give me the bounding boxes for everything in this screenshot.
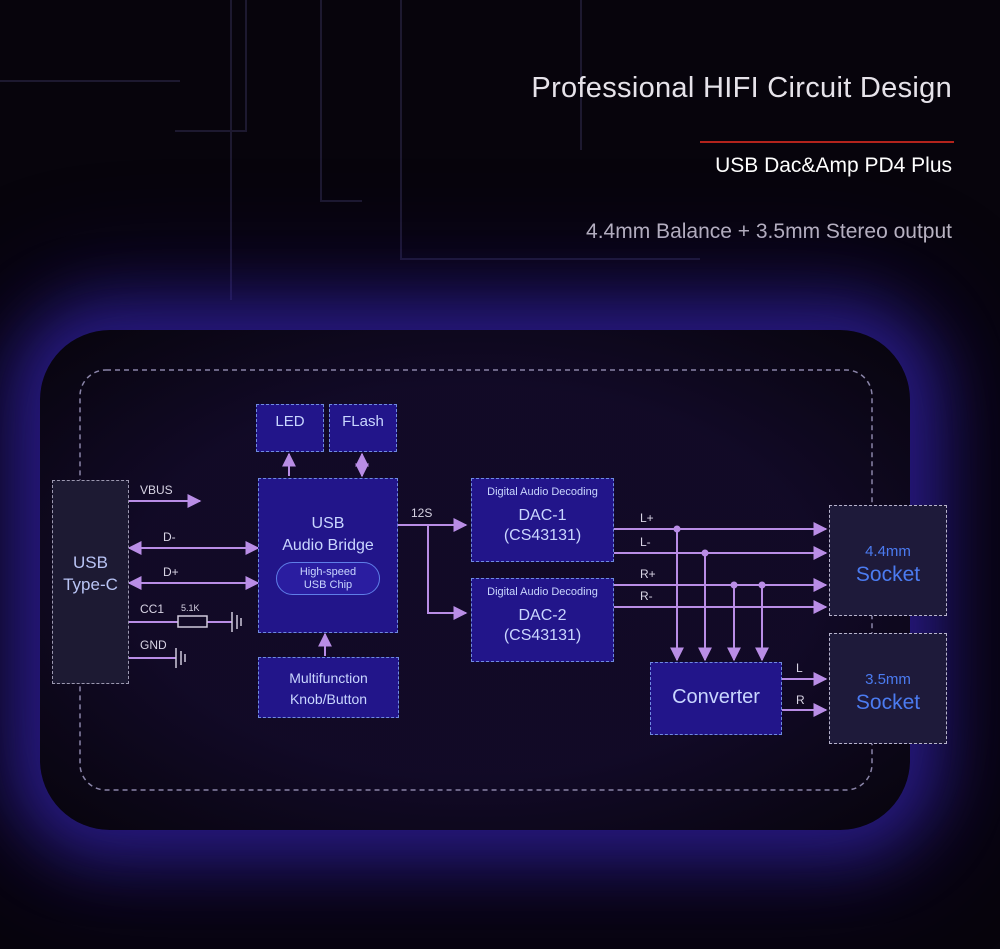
usb-port-label-line1: USB [73,553,108,572]
page-title: Professional HIFI Circuit Design [531,72,952,104]
dac1-name: DAC-1 [518,507,567,524]
multifunction-knob-block: Multifunction Knob/Button [258,657,399,718]
conv-l-label: L [796,661,803,675]
junction-dot [758,581,766,589]
socket44-name: Socket [855,563,921,586]
dac2-block: Digital Audio Decoding DAC-2 (CS43131) [471,578,614,662]
dplus-label: D+ [163,565,179,579]
resistor-symbol [177,615,208,628]
background-trace [400,258,700,262]
led-label: LED [275,413,305,430]
background-trace [320,0,362,202]
gnd-label: GND [140,638,167,652]
rplus-label: R+ [640,567,656,581]
usb-port-label-line2: Type-C [63,575,118,594]
chip-label-line2: USB Chip [303,579,353,591]
socket-3-5mm: 3.5mm Socket [829,633,947,744]
dminus-label: D- [163,530,176,544]
vbus-label: VBUS [140,483,173,497]
junction-dot [730,581,738,589]
dac1-block: Digital Audio Decoding DAC-1 (CS43131) [471,478,614,562]
lplus-label: L+ [640,511,654,525]
bridge-label-line2: Audio Bridge [282,537,374,554]
background-trace [230,0,234,300]
dac2-part: (CS43131) [503,627,582,644]
socket35-size: 3.5mm [865,671,911,688]
dac2-caption: Digital Audio Decoding [487,586,598,598]
chip-label-line1: High-speed [299,566,357,578]
converter-label: Converter [672,686,760,708]
socket-4-4mm: 4.4mm Socket [829,505,947,616]
resistor-label: 5.1K [181,603,200,613]
output-description: 4.4mm Balance + 3.5mm Stereo output [586,220,952,243]
background-trace [580,0,584,150]
socket35-name: Socket [855,691,921,714]
led-block: LED [256,404,324,452]
flash-label: FLash [342,413,384,430]
background-trace [0,80,180,84]
dac1-caption: Digital Audio Decoding [487,486,598,498]
background-trace [175,0,247,132]
conv-r-label: R [796,693,805,707]
i2s-bus-branch [427,525,468,620]
junction-dot [701,549,709,557]
knob-label-line1: Multifunction [289,670,368,686]
rminus-label: R- [640,589,653,603]
cc1-label: CC1 [140,602,165,616]
converter-block: Converter [650,662,782,735]
usb-audio-bridge-block: USB Audio Bridge High-speed USB Chip [258,478,398,633]
dac1-part: (CS43131) [503,527,582,544]
usb-chip-badge: High-speed USB Chip [276,562,380,595]
product-name: USB Dac&Amp PD4 Plus [715,154,952,177]
socket44-size: 4.4mm [865,543,911,560]
knob-label-line2: Knob/Button [289,691,368,707]
bus-label: 12S [411,506,433,520]
dac2-name: DAC-2 [518,607,567,624]
title-divider [700,141,954,143]
usb-type-c-port: USB Type-C [52,480,129,684]
flash-block: FLash [329,404,397,452]
lminus-label: L- [640,535,651,549]
background-trace [400,0,404,260]
junction-dot [673,525,681,533]
bridge-label-line1: USB [311,515,345,532]
